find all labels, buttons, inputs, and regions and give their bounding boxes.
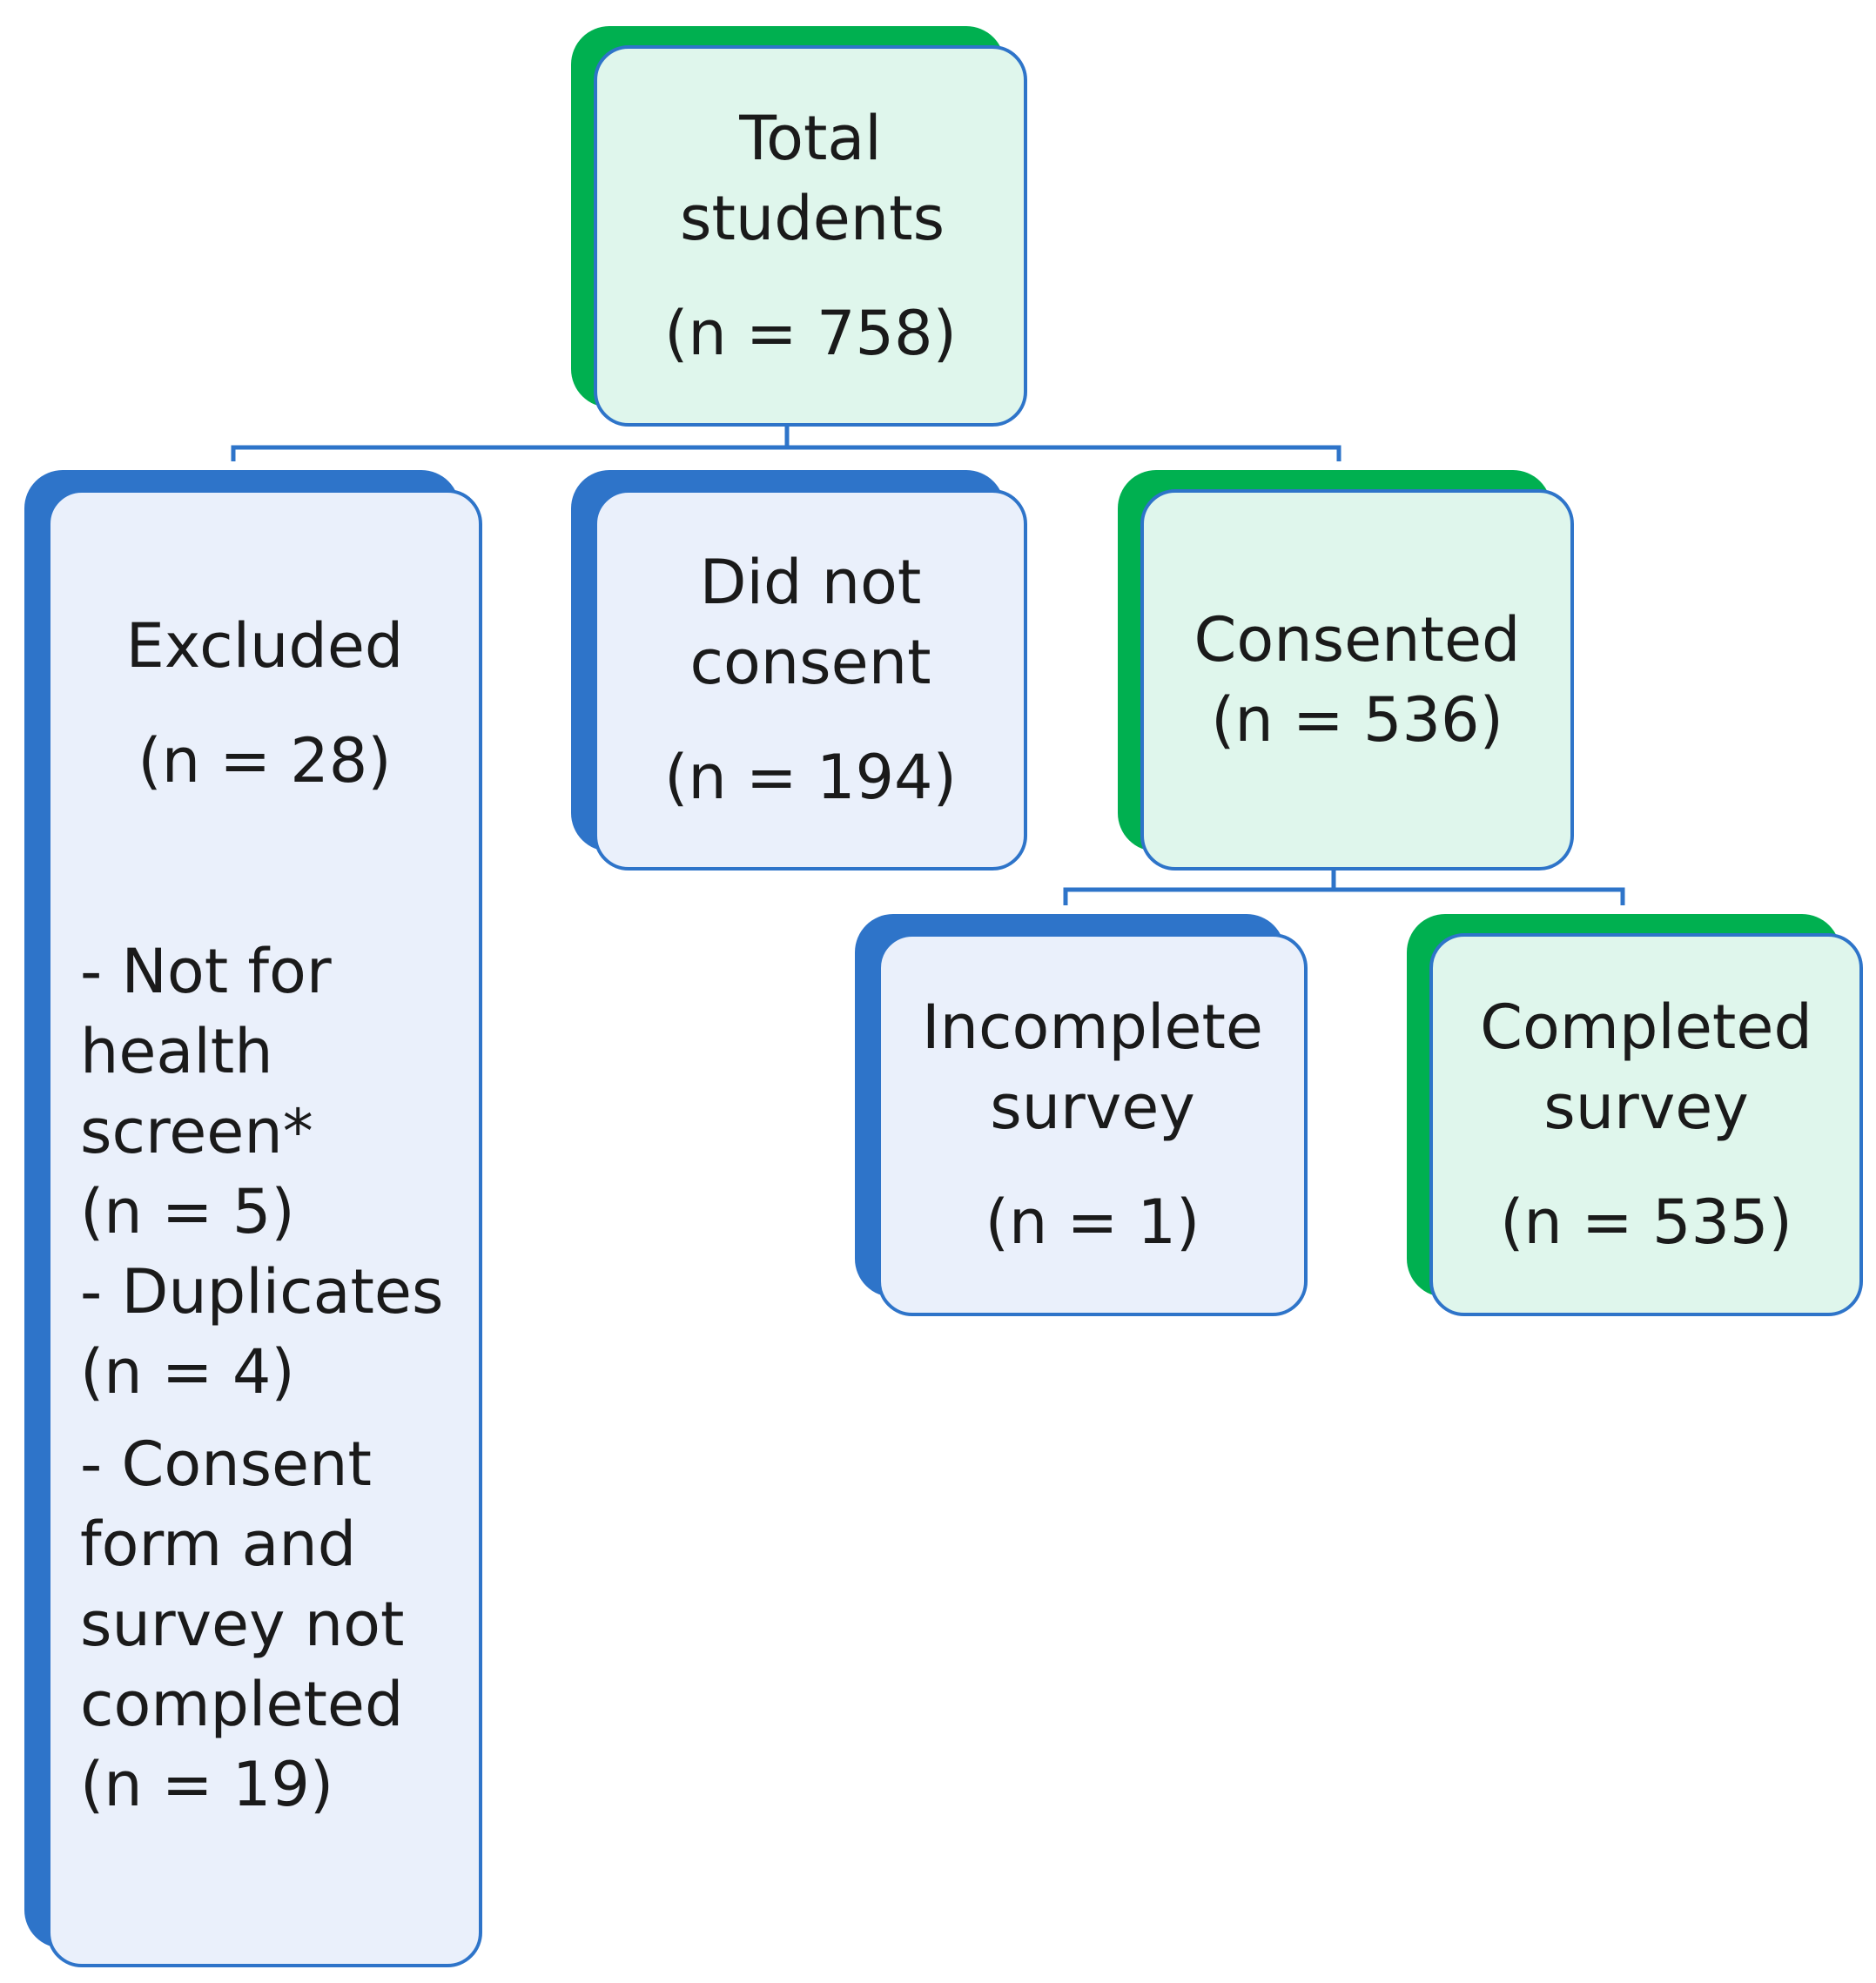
exclusion-item-count: (n = 19) — [80, 1749, 334, 1820]
node-count: (n = 536) — [1211, 684, 1503, 756]
node-completed-survey: Completed survey (n = 535) — [1407, 914, 1863, 1316]
connector-consented-to-branches — [1063, 871, 1625, 905]
node-box: Total students (n = 758) — [594, 45, 1027, 427]
exclusion-item-count: (n = 5) — [80, 1176, 295, 1247]
exclusion-item-label: - Duplicates — [80, 1256, 444, 1328]
node-incomplete-survey: Incomplete survey (n = 1) — [855, 914, 1308, 1316]
node-box: Incomplete survey (n = 1) — [877, 933, 1308, 1316]
connector-total-to-branches — [231, 425, 1341, 461]
exclusion-item-label: - Consent form and survey not completed — [80, 1428, 405, 1740]
exclusion-item-label: - Not for health screen* — [80, 936, 332, 1167]
node-box: Completed survey (n = 535) — [1429, 933, 1863, 1316]
node-title: Consented — [1194, 604, 1521, 676]
node-excluded: Excluded (n = 28) - Not for health scree… — [24, 470, 482, 1967]
node-total-students: Total students (n = 758) — [571, 26, 1027, 427]
node-count: (n = 28) — [138, 725, 392, 797]
node-did-not-consent: Did not consent (n = 194) — [571, 470, 1027, 871]
node-count: (n = 758) — [664, 298, 957, 369]
node-box: Did not consent (n = 194) — [594, 489, 1027, 871]
exclusion-item-count: (n = 4) — [80, 1336, 295, 1408]
node-count: (n = 1) — [985, 1186, 1200, 1258]
node-title: Did not consent — [689, 547, 931, 698]
node-consented: Consented (n = 536) — [1118, 470, 1574, 871]
exclusion-list: - Not for health screen* (n = 5) - Dupli… — [50, 931, 479, 1825]
node-box: Excluded (n = 28) - Not for health scree… — [47, 489, 482, 1967]
node-title: Excluded — [125, 610, 404, 682]
node-count: (n = 194) — [664, 742, 957, 813]
node-title: Incomplete survey — [922, 992, 1263, 1143]
node-title: Total students — [680, 103, 945, 254]
node-count: (n = 535) — [1500, 1186, 1792, 1258]
node-title: Completed survey — [1480, 992, 1812, 1143]
node-box: Consented (n = 536) — [1140, 489, 1574, 871]
